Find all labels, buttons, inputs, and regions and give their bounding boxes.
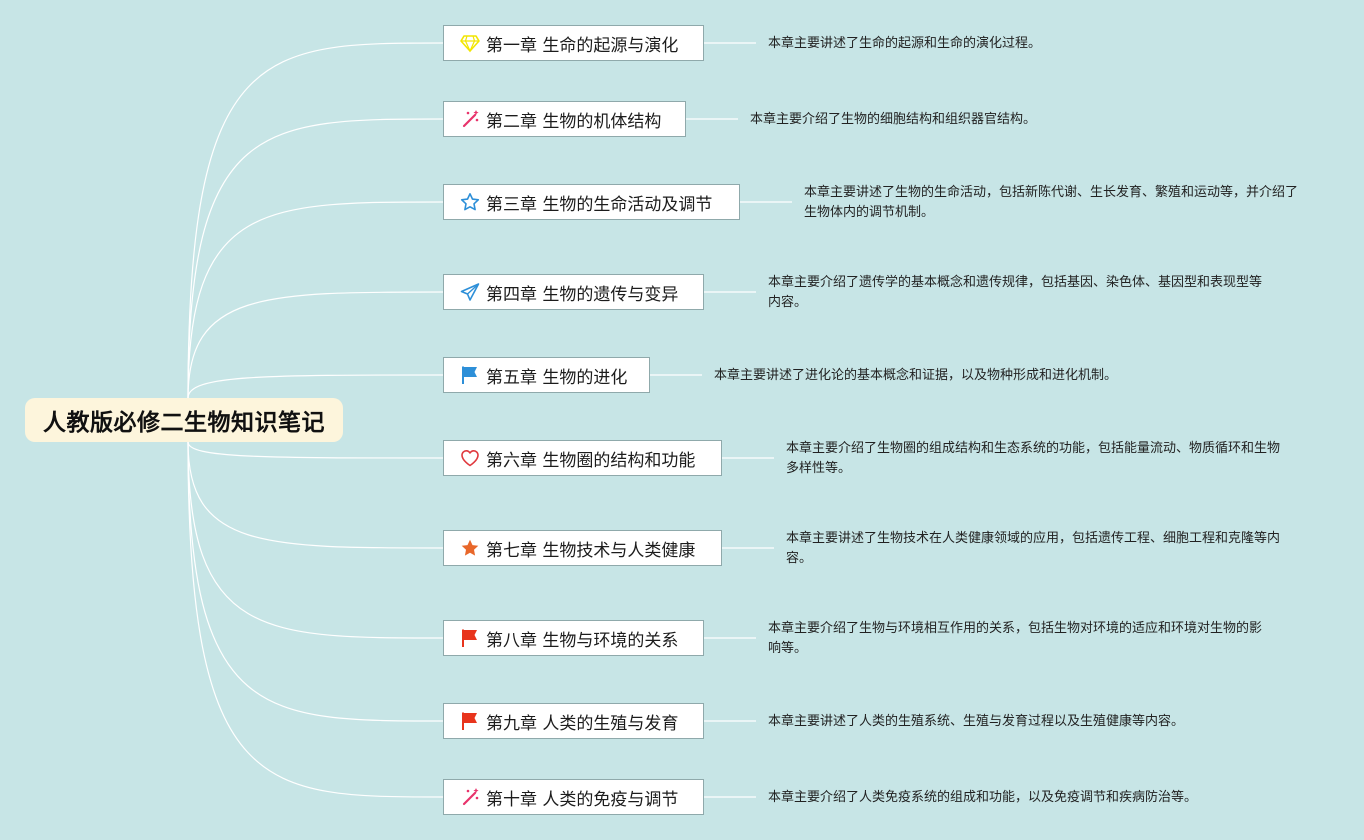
branch-line: [187, 441, 444, 798]
chapter-node[interactable]: 第四章 生物的遗传与变异: [443, 274, 704, 310]
chapter-node[interactable]: 第五章 生物的进化: [443, 357, 650, 393]
chapter-node[interactable]: 第八章 生物与环境的关系: [443, 620, 704, 656]
chapter-node[interactable]: 第二章 生物的机体结构: [443, 101, 686, 137]
chapter-node[interactable]: 第三章 生物的生命活动及调节: [443, 184, 740, 220]
chapter-title: 第九章 人类的生殖与发育: [486, 713, 679, 734]
chapter-node[interactable]: 第七章 生物技术与人类健康: [443, 530, 722, 566]
chapter-title: 第二章 生物的机体结构: [486, 111, 662, 132]
chapter-description: 本章主要介绍了生物与环境相互作用的关系，包括生物对环境的适应和环境对生物的影响等…: [768, 621, 1263, 656]
chapter-title: 第五章 生物的进化: [486, 367, 628, 388]
chapter-node[interactable]: 第六章 生物圈的结构和功能: [443, 440, 722, 476]
chapter-description: 本章主要讲述了生命的起源和生命的演化过程。: [768, 36, 1042, 51]
branch-line: [187, 441, 444, 722]
magic-wand-icon: [460, 787, 480, 807]
chapter-node[interactable]: 第九章 人类的生殖与发育: [443, 703, 704, 739]
chapter-description: 本章主要讲述了生物的生命活动，包括新陈代谢、生长发育、繁殖和运动等，并介绍了生物…: [804, 185, 1299, 220]
star-outline-icon: [460, 192, 480, 212]
chapter-title: 第六章 生物圈的结构和功能: [486, 450, 696, 471]
branch-line: [187, 441, 444, 549]
branch-line: [187, 441, 444, 639]
red-flag-icon: [460, 711, 480, 731]
branch-line: [187, 201, 444, 399]
chapter-title: 第十章 人类的免疫与调节: [486, 789, 679, 810]
chapter-title: 第三章 生物的生命活动及调节: [486, 194, 713, 215]
branch-line: [187, 291, 444, 399]
chapter-description: 本章主要介绍了生物圈的组成结构和生态系统的功能，包括能量流动、物质循环和生物多样…: [786, 441, 1281, 476]
diamond-icon: [460, 33, 480, 53]
star-filled-icon: [460, 538, 480, 558]
chapter-title: 第一章 生命的起源与演化: [486, 35, 679, 56]
magic-wand-icon: [460, 109, 480, 129]
chapter-description: 本章主要讲述了人类的生殖系统、生殖与发育过程以及生殖健康等内容。: [768, 714, 1185, 729]
chapter-node[interactable]: 第一章 生命的起源与演化: [443, 25, 704, 61]
paper-plane-icon: [460, 282, 480, 302]
branch-line: [187, 441, 444, 459]
chapter-description: 本章主要介绍了人类免疫系统的组成和功能，以及免疫调节和疾病防治等。: [768, 790, 1198, 805]
chapter-node[interactable]: 第十章 人类的免疫与调节: [443, 779, 704, 815]
chapter-title: 第七章 生物技术与人类健康: [486, 540, 696, 561]
blue-flag-icon: [460, 365, 480, 385]
branch-line: [187, 374, 444, 399]
root-topic[interactable]: 人教版必修二生物知识笔记: [25, 398, 343, 442]
branch-line: [187, 118, 444, 399]
chapter-description: 本章主要讲述了生物技术在人类健康领域的应用，包括遗传工程、细胞工程和克隆等内容。: [786, 531, 1281, 566]
chapter-title: 第八章 生物与环境的关系: [486, 630, 679, 651]
red-flag-icon: [460, 628, 480, 648]
branch-line: [187, 42, 444, 399]
heart-outline-icon: [460, 448, 480, 468]
chapter-description: 本章主要介绍了生物的细胞结构和组织器官结构。: [750, 112, 1037, 127]
chapter-description: 本章主要讲述了进化论的基本概念和证据，以及物种形成和进化机制。: [714, 368, 1118, 383]
root-title: 人教版必修二生物知识笔记: [43, 410, 325, 436]
chapter-title: 第四章 生物的遗传与变异: [486, 284, 679, 305]
chapter-description: 本章主要介绍了遗传学的基本概念和遗传规律，包括基因、染色体、基因型和表现型等内容…: [768, 275, 1263, 310]
